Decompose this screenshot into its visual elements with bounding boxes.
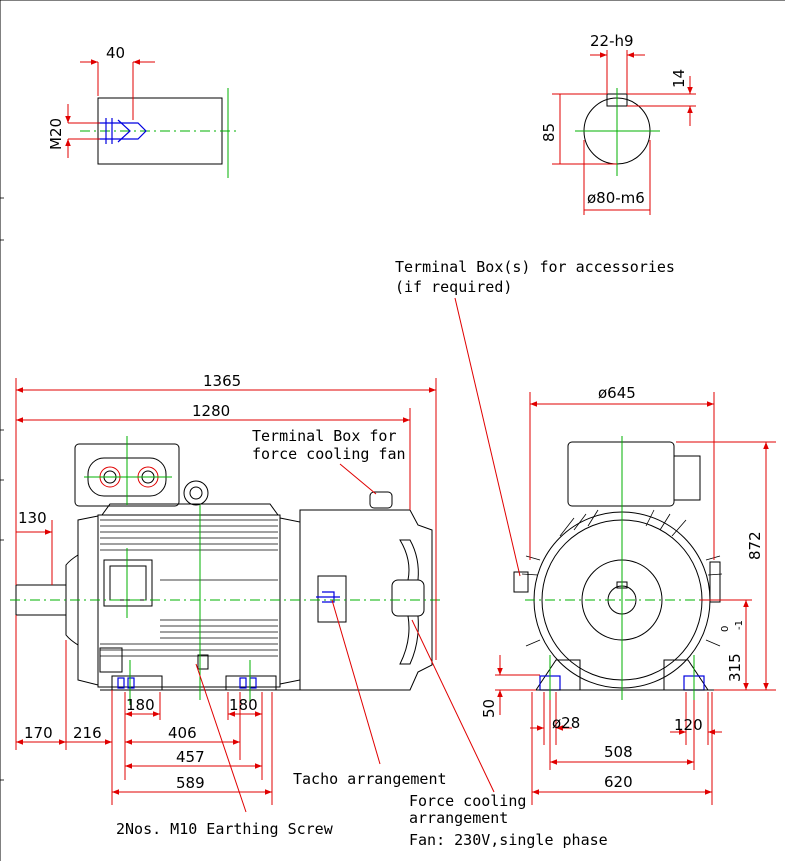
callout-fan-spec: Fan: 230V,single phase bbox=[409, 831, 608, 849]
dim-overall-length: 1365 bbox=[203, 372, 241, 390]
callout-terminal-fan-line2: force cooling fan bbox=[252, 445, 406, 463]
dim-shaft-tol-upper: 0 bbox=[720, 626, 731, 632]
dim-589: 589 bbox=[176, 774, 205, 792]
side-view: 1365 1280 130 170 216 180 180 406 457 58… bbox=[10, 372, 440, 805]
dim-body-length: 1280 bbox=[192, 402, 230, 420]
callout-terminal-accessories-line1: Terminal Box(s) for accessories bbox=[395, 258, 675, 276]
dim-216: 216 bbox=[73, 724, 102, 742]
dim-flange-dia: ø645 bbox=[598, 384, 636, 402]
callouts: Terminal Box(s) for accessories (if requ… bbox=[116, 258, 675, 849]
dim-180-right: 180 bbox=[229, 696, 258, 714]
dim-key-height: 85 bbox=[540, 123, 558, 142]
callout-force-cooling-line2: arrangement bbox=[409, 809, 508, 827]
dim-620: 620 bbox=[604, 773, 633, 791]
shaft-section: 22-h9 14 85 ø80-m6 bbox=[540, 32, 696, 215]
dim-key-width: 22-h9 bbox=[590, 32, 634, 50]
callout-earthing: 2Nos. M10 Earthing Screw bbox=[116, 820, 334, 838]
dim-shaft-height: 315 bbox=[726, 653, 744, 682]
dim-foot-width: 120 bbox=[674, 716, 703, 734]
callout-force-cooling-line1: Force cooling bbox=[409, 792, 526, 810]
dim-shaft-tol-lower: -1 bbox=[734, 620, 745, 630]
dim-170: 170 bbox=[24, 724, 53, 742]
dim-shaft-ext: 130 bbox=[18, 509, 47, 527]
callout-tacho: Tacho arrangement bbox=[293, 770, 447, 788]
dim-457: 457 bbox=[176, 748, 205, 766]
callout-terminal-accessories-line2: (if required) bbox=[395, 278, 512, 296]
dim-180-left: 180 bbox=[126, 696, 155, 714]
end-view: ø645 872 315 0 -1 50 ø28 120 508 bbox=[480, 384, 776, 805]
dim-thread-length: 40 bbox=[106, 44, 125, 62]
dim-foot-height: 50 bbox=[480, 699, 498, 718]
dim-thread: M20 bbox=[47, 118, 65, 150]
dim-406: 406 bbox=[168, 724, 197, 742]
dim-key-depth: 14 bbox=[670, 69, 688, 88]
dim-hole: ø28 bbox=[552, 714, 580, 732]
dim-height-total: 872 bbox=[746, 531, 764, 560]
dim-shaft-dia: ø80-m6 bbox=[587, 189, 645, 207]
callout-terminal-fan-line1: Terminal Box for bbox=[252, 427, 397, 445]
dim-508: 508 bbox=[604, 743, 633, 761]
shaft-end-detail: 40 M20 bbox=[47, 44, 240, 178]
